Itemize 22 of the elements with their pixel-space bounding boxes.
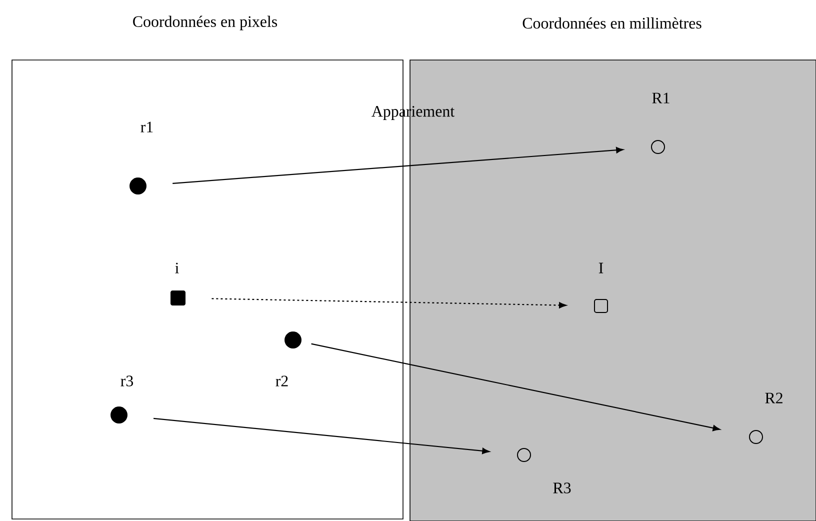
dot [130, 178, 146, 194]
point-label: R1 [652, 92, 670, 104]
open-circle [517, 448, 531, 462]
arrow [212, 298, 566, 308]
point-label: R3 [553, 482, 571, 494]
open-circle [749, 430, 763, 444]
point-label: i [175, 262, 179, 274]
square-marker [170, 290, 186, 306]
dot [284, 332, 302, 348]
arrow [172, 147, 624, 184]
node-label: Coordonnées en pixels [133, 16, 278, 30]
point-label: r3 [120, 376, 134, 386]
point-label: r1 [140, 122, 153, 132]
dot [110, 406, 128, 424]
node-label: Coordonnées en millimètres [522, 17, 702, 29]
point-label: r2 [276, 376, 288, 386]
arrow [153, 418, 490, 454]
open-circle [651, 140, 665, 154]
square-marker [594, 299, 608, 313]
point-label: I [598, 262, 604, 274]
arrow [311, 343, 720, 432]
point-label: R2 [765, 392, 782, 404]
